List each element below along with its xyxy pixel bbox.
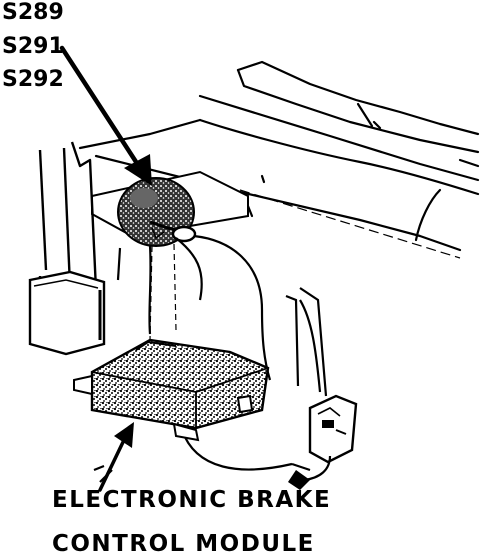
right-support-bracket	[285, 287, 328, 397]
splice-label-s291: S291	[2, 34, 64, 59]
splice-pack	[117, 177, 197, 247]
drop-line	[149, 245, 153, 341]
left-harness-connector	[28, 270, 106, 356]
control-module	[73, 338, 270, 442]
drop-line	[173, 243, 177, 331]
module-callout-arrow	[93, 422, 134, 492]
component-label-line-1: ELECTRONIC BRAKE	[52, 487, 332, 513]
wire-harness	[116, 234, 311, 472]
module-harness-connector	[288, 394, 358, 490]
splice-label-s289: S289	[2, 0, 64, 25]
component-label-line-2: CONTROL MODULE	[52, 531, 315, 557]
panel-centerline	[239, 189, 461, 259]
splice-label-s292: S292	[2, 67, 64, 92]
splice-callout-arrow	[59, 45, 152, 186]
